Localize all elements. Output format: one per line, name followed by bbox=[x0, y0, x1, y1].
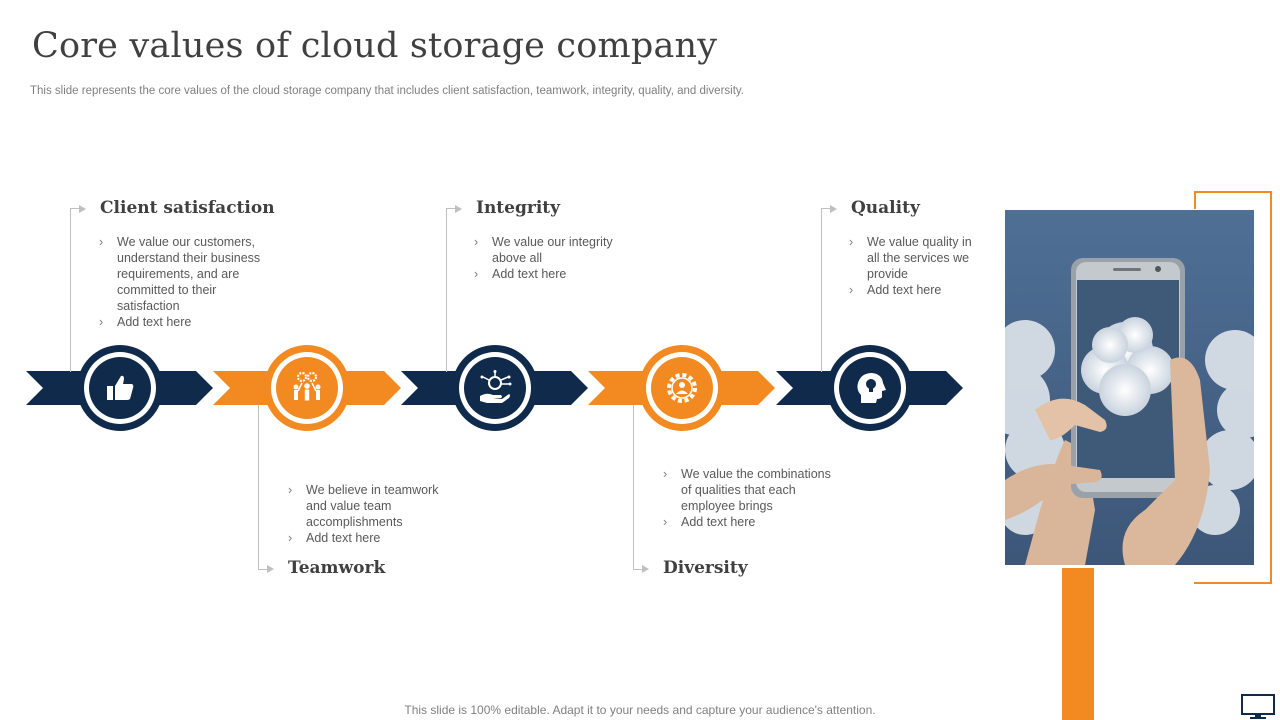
pointer-teamwork bbox=[267, 565, 274, 573]
bullets-client-satisfaction: We value our customers, understand their… bbox=[97, 234, 277, 330]
slide-subtitle: This slide represents the core values of… bbox=[30, 85, 744, 97]
bullet-item: We value our customers, understand their… bbox=[97, 234, 277, 314]
thumbs-up-icon bbox=[107, 375, 134, 400]
gear-person-icon bbox=[667, 373, 697, 403]
bullet-item: Add text here bbox=[97, 314, 277, 330]
accent-bar bbox=[1062, 568, 1094, 720]
phone-cloud-photo bbox=[1005, 210, 1254, 565]
value-circle-client-satisfaction bbox=[77, 345, 163, 431]
pointer-client-satisfaction bbox=[79, 205, 86, 213]
value-circle-integrity bbox=[452, 345, 538, 431]
phone-cloud-illustration bbox=[1005, 210, 1254, 565]
value-circle-teamwork bbox=[264, 345, 350, 431]
heading-client-satisfaction: Client satisfaction bbox=[100, 198, 275, 218]
bullet-item: Add text here bbox=[286, 530, 456, 546]
connector-client-satisfaction bbox=[70, 208, 79, 372]
connector-quality bbox=[821, 208, 830, 372]
bullet-item: We value quality in all the services we … bbox=[847, 234, 977, 282]
bullets-quality: We value quality in all the services we … bbox=[847, 234, 977, 298]
heading-integrity: Integrity bbox=[476, 198, 561, 218]
bullet-item: We value the combinations of qualities t… bbox=[661, 466, 836, 514]
bullet-item: We believe in teamwork and value team ac… bbox=[286, 482, 456, 530]
bullet-item: We value our integrity above all bbox=[472, 234, 632, 266]
connector-teamwork bbox=[258, 405, 267, 570]
hand-circuit-icon bbox=[480, 370, 512, 403]
value-circle-diversity bbox=[639, 345, 725, 431]
connector-diversity bbox=[633, 405, 642, 570]
connector-integrity bbox=[446, 208, 455, 372]
bullets-diversity: We value the combinations of qualities t… bbox=[661, 466, 836, 530]
photo-frame bbox=[1194, 191, 1272, 584]
bullet-item: Add text here bbox=[472, 266, 632, 282]
bullets-teamwork: We believe in teamwork and value team ac… bbox=[286, 482, 456, 546]
pointer-quality bbox=[830, 205, 837, 213]
slide-title: Core values of cloud storage company bbox=[32, 26, 718, 66]
pointer-diversity bbox=[642, 565, 649, 573]
heading-diversity: Diversity bbox=[663, 558, 748, 578]
value-circle-quality bbox=[827, 345, 913, 431]
pointer-integrity bbox=[455, 205, 462, 213]
monitor-icon[interactable] bbox=[1240, 694, 1276, 720]
bullet-item: Add text here bbox=[847, 282, 977, 298]
heading-teamwork: Teamwork bbox=[288, 558, 386, 578]
bullet-item: Add text here bbox=[661, 514, 836, 530]
bullets-integrity: We value our integrity above all Add tex… bbox=[472, 234, 632, 282]
team-gears-icon bbox=[293, 371, 321, 401]
head-lightbulb-icon bbox=[857, 373, 886, 403]
heading-quality: Quality bbox=[851, 198, 920, 218]
slide-footer: This slide is 100% editable. Adapt it to… bbox=[404, 703, 876, 717]
